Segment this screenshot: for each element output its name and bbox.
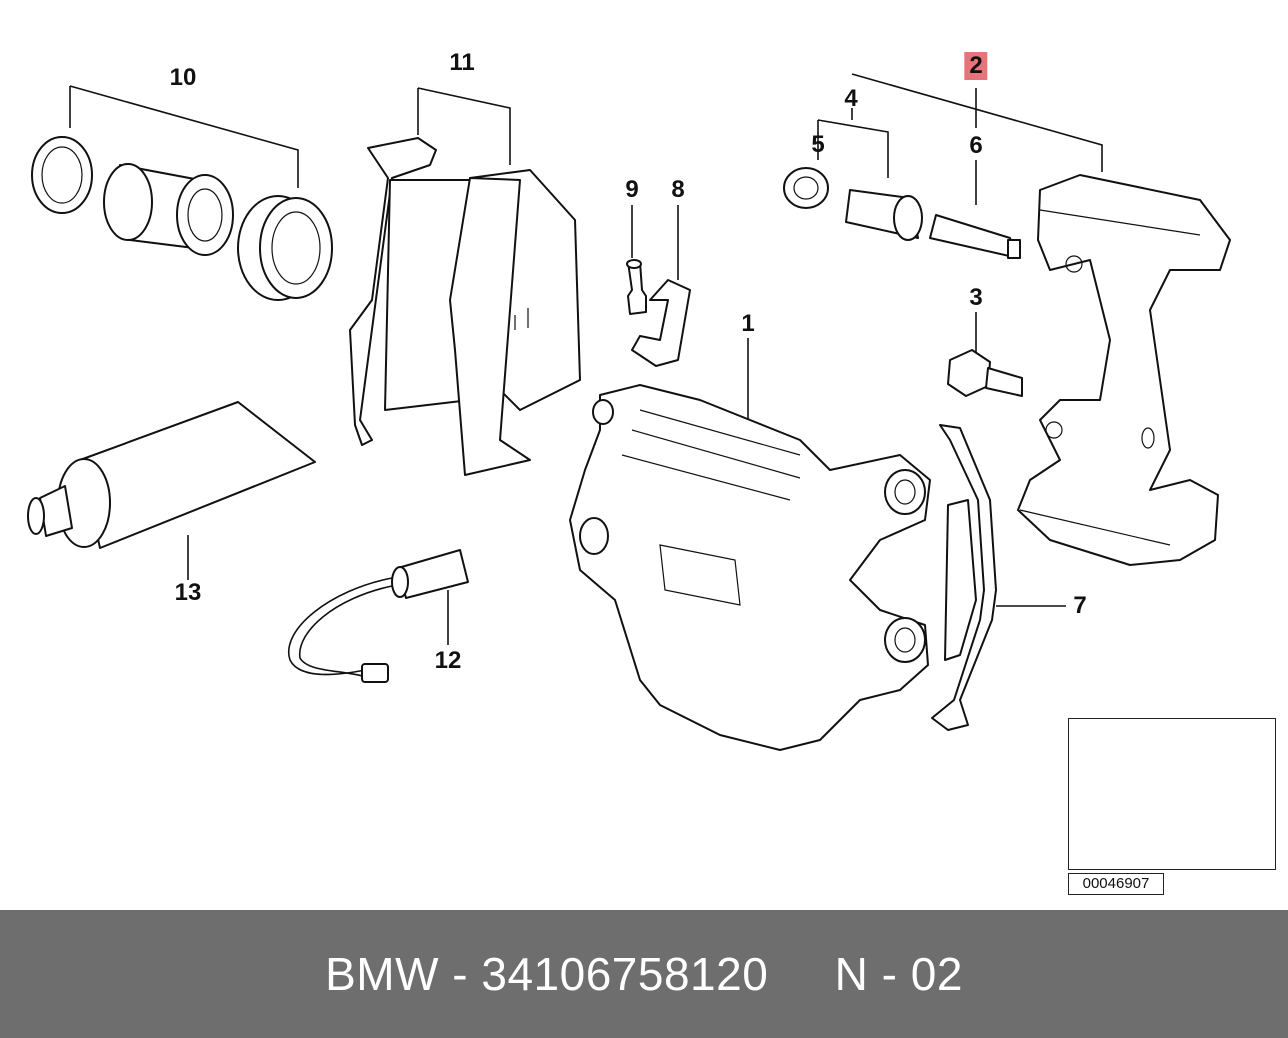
grease-tube-drawing bbox=[27, 401, 316, 549]
callout-3: 3 bbox=[969, 284, 983, 311]
wear-sensor-drawing bbox=[287, 549, 469, 683]
piston-kit-drawing bbox=[31, 136, 333, 301]
callout-5: 5 bbox=[811, 131, 825, 158]
leader-lines bbox=[69, 73, 1103, 645]
footer-bar: BMW - 34106758120 N - 02 bbox=[0, 910, 1288, 1038]
callout-11: 11 bbox=[449, 49, 475, 76]
parts-diagram: 10 11 2 4 5 6 9 8 3 1 7 13 12 00046907 bbox=[27, 49, 1276, 895]
callout-4: 4 bbox=[844, 85, 858, 112]
bolt-drawing bbox=[947, 349, 1023, 397]
footer-part-number: BMW - 34106758120 N - 02 bbox=[325, 948, 963, 1000]
callout-9: 9 bbox=[625, 176, 639, 203]
brake-pads-drawing bbox=[349, 137, 581, 476]
caliper-carrier-drawing bbox=[1017, 174, 1231, 566]
callout-8: 8 bbox=[671, 176, 685, 203]
callout-7: 7 bbox=[1073, 592, 1087, 619]
reference-car-box bbox=[1068, 718, 1276, 870]
callout-10: 10 bbox=[169, 64, 197, 91]
callout-1: 1 bbox=[741, 310, 755, 337]
callout-13: 13 bbox=[174, 579, 202, 606]
callout-2: 2 bbox=[964, 52, 988, 80]
reference-code: 00046907 bbox=[1068, 873, 1164, 895]
callout-6: 6 bbox=[969, 132, 983, 159]
anti-rattle-spring-drawing bbox=[931, 424, 997, 731]
bleeder-bracket-drawing bbox=[626, 259, 691, 367]
callout-12: 12 bbox=[434, 647, 462, 674]
guide-bushings-drawing bbox=[783, 167, 1021, 259]
caliper-housing-drawing bbox=[569, 384, 931, 751]
